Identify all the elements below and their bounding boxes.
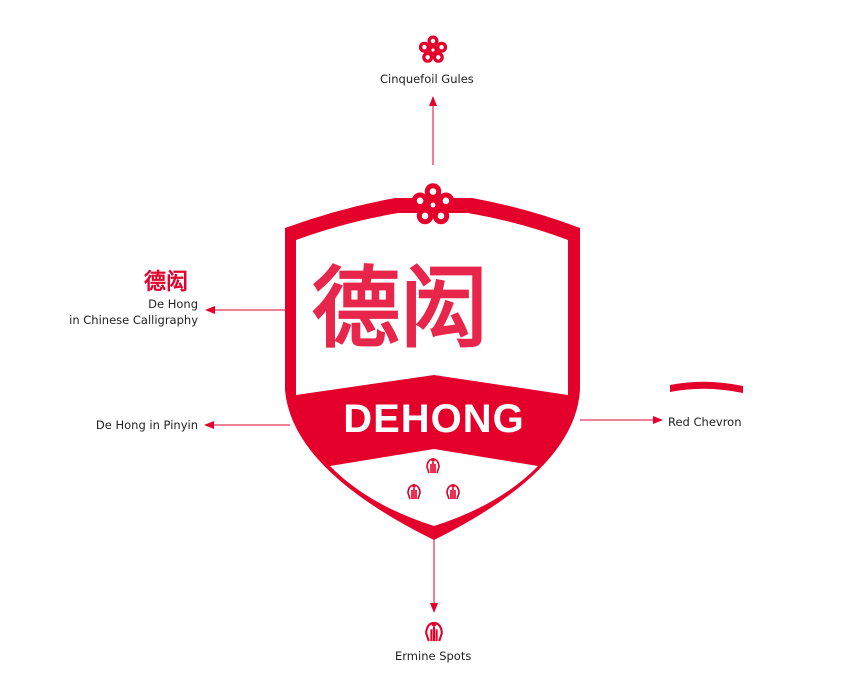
cinquefoil-icon — [418, 35, 448, 63]
shield-wordmark: DEHONG — [343, 397, 525, 441]
label-calligraphy-chars: 德闳 — [144, 269, 189, 295]
ermine-spot-icon — [425, 620, 443, 643]
red-chevron-icon — [670, 381, 743, 393]
label-cinquefoil: Cinquefoil Gules — [380, 72, 474, 86]
shield-cinquefoil — [411, 183, 455, 225]
label-chevron: Red Chevron — [668, 415, 742, 429]
label-calligraphy-line1: De Hong — [148, 297, 198, 311]
shield-calligraphy: 德闳 — [312, 256, 489, 360]
label-pinyin: De Hong in Pinyin — [95, 418, 198, 432]
label-calligraphy-line2: in Chinese Calligraphy — [69, 313, 198, 327]
shield — [285, 183, 580, 540]
label-ermine: Ermine Spots — [395, 649, 472, 663]
